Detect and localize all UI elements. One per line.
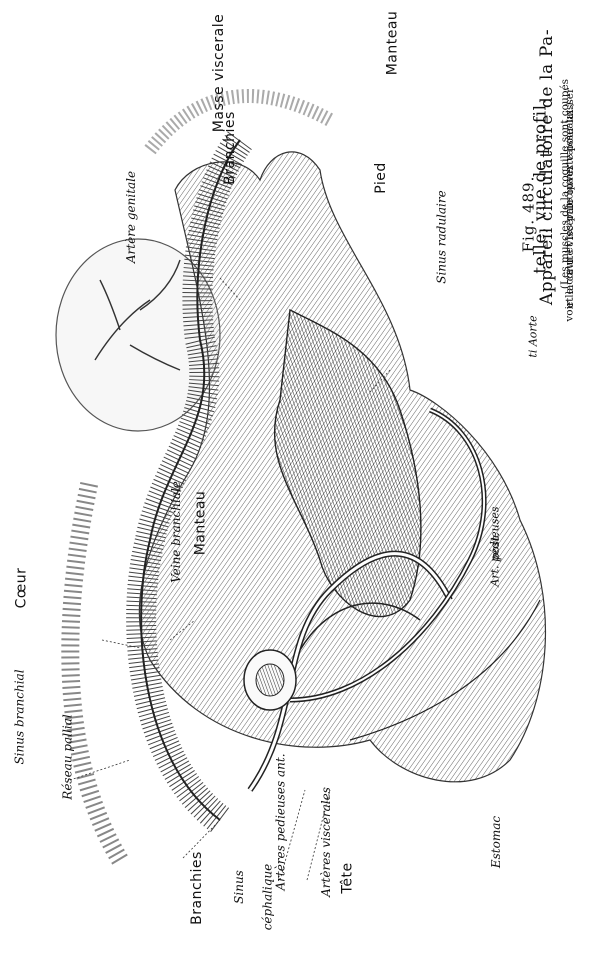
label-arteres-viscerales: Artères viscerales bbox=[319, 787, 333, 897]
label-sinus-radulaire: Sinus radulaire bbox=[435, 190, 449, 283]
label-reseau-pallial: Réseau pallial bbox=[61, 714, 75, 799]
label-sinus-branchial: Sinus branchial bbox=[13, 669, 27, 764]
label-sinus-cephalique-2: céphalique bbox=[260, 864, 274, 931]
label-manteau-mid: Manteau bbox=[192, 491, 208, 556]
label-manteau-top: Manteau bbox=[384, 11, 400, 76]
label-art-pedieuses-post-2: post. bbox=[489, 533, 502, 560]
label-branchies-bottom: Branchies bbox=[189, 851, 205, 925]
label-arteres-pedieuses-ant: Artères pedieuses ant. bbox=[274, 753, 288, 890]
label-veine-branchiale: Veine branchiale bbox=[169, 481, 183, 583]
label-masse-viscerale: Masse viscerale bbox=[211, 14, 227, 132]
caption-title-line2: telle, vue de profil. bbox=[531, 98, 551, 273]
label-coeur: Cœur bbox=[13, 568, 29, 609]
label-artere-genitale: Artère genitale bbox=[124, 171, 138, 263]
label-aorte: ti Aorte bbox=[527, 315, 540, 357]
label-sinus-cephalique-1: Sinus bbox=[232, 870, 246, 904]
label-tete: Tête bbox=[340, 862, 356, 893]
gill-fringe-lower bbox=[70, 480, 120, 860]
label-pied: Pied bbox=[373, 162, 389, 194]
caption-note-line3: voir le cœur et les principaux vaisseaux… bbox=[564, 102, 576, 321]
label-estomac: Estomac bbox=[489, 816, 503, 868]
gill-fringe-upper bbox=[150, 96, 330, 150]
